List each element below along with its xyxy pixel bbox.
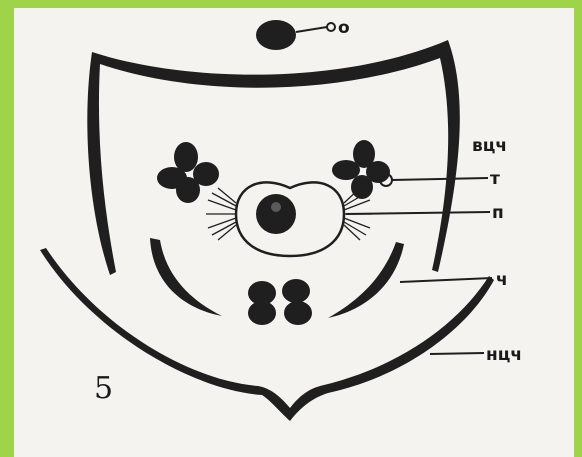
lower-leaf-pointer: [430, 353, 484, 354]
label-t: т: [490, 169, 500, 189]
label-o: о: [338, 18, 350, 38]
label-p: п: [492, 203, 504, 223]
frame-top-border: [0, 0, 582, 8]
figure-number: 5: [94, 371, 113, 406]
label-ncch: нцч: [486, 345, 522, 365]
axis-dot: [256, 20, 296, 50]
label-vcch: вцч: [472, 136, 507, 156]
label-ch: ч: [496, 270, 508, 290]
frame-left-border: [0, 0, 14, 457]
